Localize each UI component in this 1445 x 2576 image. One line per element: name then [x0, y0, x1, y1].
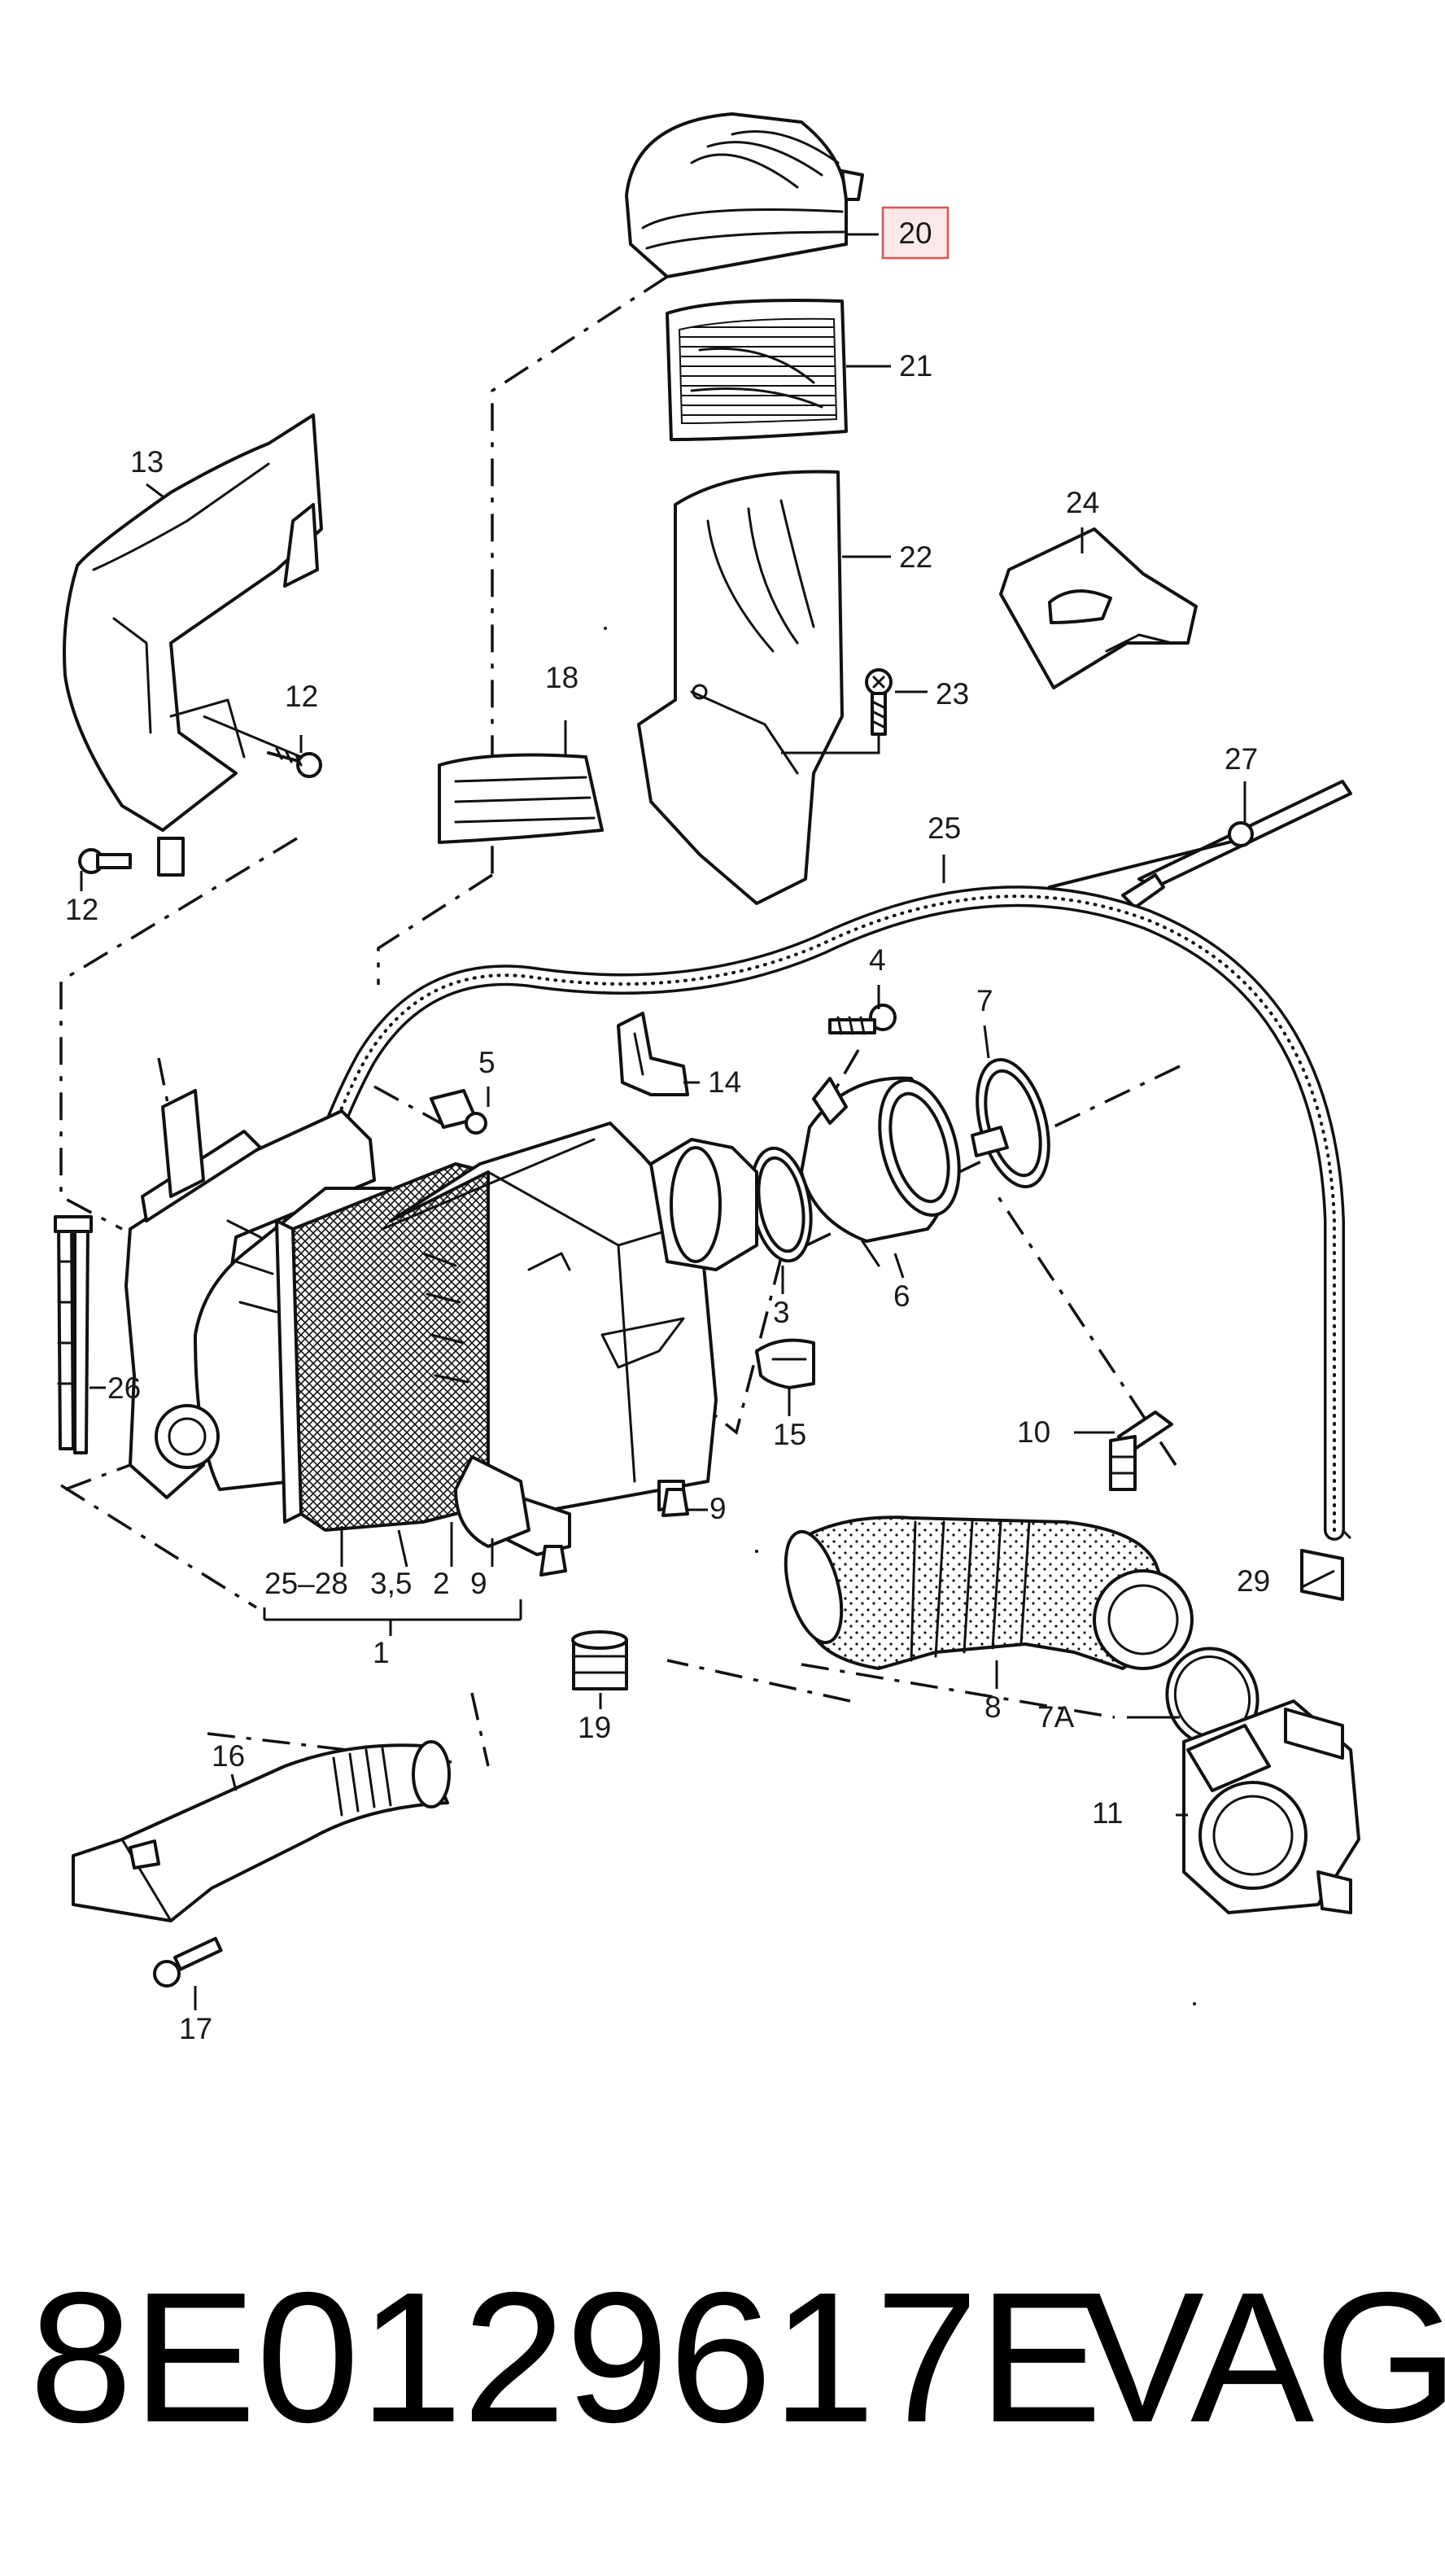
label-9: 9	[709, 1492, 727, 1525]
label-21: 21	[899, 349, 932, 383]
label-7: 7	[976, 984, 993, 1017]
part-8-intake-hose[interactable]	[775, 1515, 1194, 1670]
part-29-end-cap[interactable]	[1300, 1549, 1344, 1601]
part-12-screw-lower[interactable]	[78, 848, 132, 874]
label-11: 11	[1092, 1796, 1123, 1830]
label-18: 18	[545, 661, 578, 694]
part-24-bracket-cover[interactable]	[999, 527, 1198, 689]
assembly-dash-lines	[59, 275, 1181, 1767]
label-5: 5	[478, 1046, 495, 1079]
part-9-mounting-damper[interactable]	[661, 1488, 689, 1517]
label-2: 2	[433, 1567, 450, 1600]
part-26-tie-straps[interactable]	[54, 1215, 93, 1454]
label-17: 17	[179, 2012, 212, 2045]
part-17-screw[interactable]	[153, 1936, 223, 1988]
label-16: 16	[212, 1739, 245, 1773]
part-12-screw-upper[interactable]	[203, 715, 322, 778]
label-4: 4	[869, 943, 886, 977]
label-3-5: 3,5	[370, 1567, 412, 1600]
label-10: 10	[1017, 1415, 1050, 1449]
highlighted-label-20[interactable]: 20	[881, 206, 950, 260]
label-20: 20	[898, 216, 932, 250]
label-12-lower: 12	[65, 893, 98, 926]
label-7a: 7A	[1037, 1700, 1075, 1734]
part-16-air-guide[interactable]	[72, 1740, 451, 1922]
part-27-cable-tie[interactable]	[1048, 780, 1352, 909]
label-27: 27	[1225, 742, 1258, 776]
label-14: 14	[708, 1065, 741, 1099]
part-11-throttle-body[interactable]	[1182, 1699, 1360, 1914]
part-15-retaining-clip[interactable]	[755, 1338, 815, 1389]
brand-name: VAG	[1080, 2255, 1445, 2461]
part-18-foam-pad[interactable]	[438, 753, 604, 844]
label-22: 22	[899, 540, 932, 574]
footer: 8E0129617E VAG	[29, 2255, 1445, 2461]
label-13: 13	[130, 445, 164, 479]
part-22-intake-duct[interactable]	[637, 470, 844, 905]
label-6: 6	[893, 1279, 910, 1313]
part-14-clip[interactable]	[617, 1012, 689, 1096]
part-number: 8E0129617E	[29, 2255, 1102, 2461]
label-25-28: 25–28	[264, 1567, 348, 1600]
leader-lines	[80, 233, 1352, 2010]
part-20-intake-cover[interactable]	[625, 112, 864, 278]
label-8: 8	[984, 1690, 1002, 1724]
label-25: 25	[928, 811, 961, 845]
part-10-hose-fitting[interactable]	[1109, 1410, 1173, 1491]
label-9-group: 9	[470, 1567, 487, 1600]
part-23-screw[interactable]	[865, 668, 893, 736]
part-labels: 21 22 23 24 13 12 12 18 27 25 4 7 5 14 3…	[65, 349, 1270, 2045]
label-26: 26	[107, 1371, 141, 1405]
part-7-hose-clamp[interactable]	[965, 1052, 1062, 1194]
label-12-upper: 12	[285, 680, 318, 713]
part-5-grommet[interactable]	[430, 1089, 487, 1135]
label-19: 19	[578, 1711, 611, 1744]
part-13-air-duct[interactable]	[63, 413, 323, 877]
label-29: 29	[1237, 1564, 1270, 1598]
label-3: 3	[773, 1296, 790, 1329]
part-21-grille[interactable]	[666, 299, 848, 441]
stray-marks	[604, 627, 1196, 2005]
label-23: 23	[936, 677, 969, 711]
part-4-screw[interactable]	[828, 1004, 897, 1035]
part-1-air-filter-housing[interactable]	[124, 1089, 758, 1577]
label-15: 15	[773, 1418, 806, 1451]
label-1: 1	[373, 1636, 390, 1669]
part-6-mass-airflow-housing[interactable]	[800, 1071, 972, 1267]
part-3-o-ring[interactable]	[743, 1144, 819, 1266]
part-19-rubber-mount[interactable]	[571, 1630, 628, 1690]
label-24: 24	[1066, 486, 1099, 519]
